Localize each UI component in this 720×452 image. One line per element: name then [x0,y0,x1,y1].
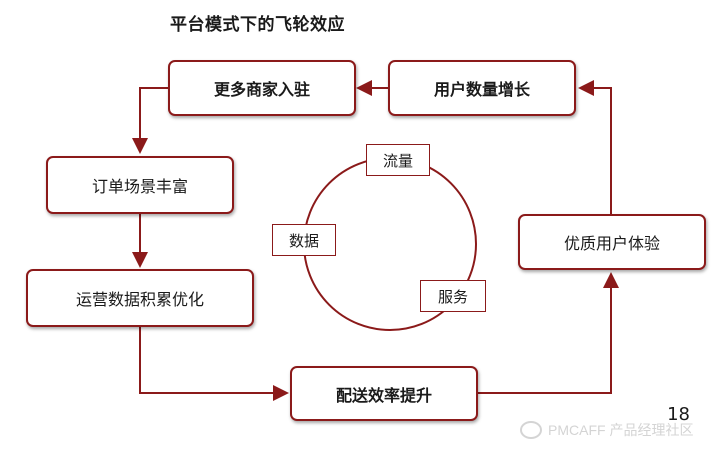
arrow-ops-to-delivery [139,327,289,401]
arrow-merchants-to-orders [132,87,168,154]
cycle-label-traffic: 流量 [366,144,430,176]
node-user-experience-label: 优质用户体验 [563,234,660,253]
page-number: 18 [667,404,690,425]
cycle-label-traffic-text: 流量 [382,151,413,170]
node-more-merchants: 更多商家入驻 [168,60,356,116]
node-ops-data: 运营数据积累优化 [26,269,254,327]
watermark: PMCAFF 产品经理社区 [520,420,693,440]
node-delivery: 配送效率提升 [290,366,478,421]
node-more-merchants-label: 更多商家入驻 [213,80,310,99]
cycle-label-service-text: 服务 [437,287,468,306]
node-order-scenes: 订单场景丰富 [46,156,234,214]
cycle-label-data-text: 数据 [288,231,319,250]
node-user-experience: 优质用户体验 [518,214,706,270]
pmcaff-logo-icon [520,421,542,439]
node-user-growth-label: 用户数量增长 [433,80,530,99]
cycle-label-service: 服务 [420,280,486,312]
arrow-delivery-to-experience [478,272,619,394]
node-user-growth: 用户数量增长 [388,60,576,116]
node-delivery-label: 配送效率提升 [335,385,432,405]
slide-title: 平台模式下的飞轮效应 [170,15,345,35]
arrow-experience-to-growth [578,80,612,214]
node-ops-data-label: 运营数据积累优化 [75,290,204,309]
node-order-scenes-label: 订单场景丰富 [91,177,188,196]
cycle-label-data: 数据 [272,224,336,256]
watermark-text: PMCAFF 产品经理社区 [548,422,694,438]
